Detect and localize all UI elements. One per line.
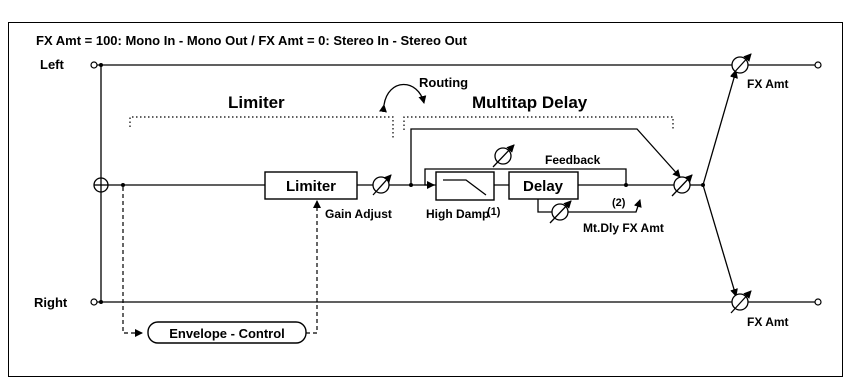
tap2-label: (2) bbox=[612, 197, 626, 209]
left-junction bbox=[99, 63, 103, 67]
limiter-block-label: Limiter bbox=[286, 178, 336, 195]
high-damp-label: High Damp bbox=[426, 207, 489, 221]
feedback-loop bbox=[424, 168, 627, 189]
fx-amt-left-knob-arrow bbox=[730, 53, 752, 77]
mtdly-fx-amt-knob-arrow bbox=[549, 200, 572, 224]
right-junction bbox=[99, 300, 103, 304]
sidechain-to-envelope-line bbox=[122, 187, 143, 337]
mix-knob-arrow bbox=[671, 174, 693, 197]
left-output-terminal bbox=[814, 61, 822, 69]
envelope-control-label: Envelope - Control bbox=[169, 326, 285, 341]
feedback-label: Feedback bbox=[545, 153, 601, 167]
fx-amt-left-label: FX Amt bbox=[747, 77, 789, 91]
tap1-label: (1) bbox=[487, 206, 501, 218]
left-input-label: Left bbox=[40, 57, 65, 72]
high-damp-block bbox=[435, 171, 495, 201]
envelope-to-limiter-line bbox=[306, 200, 321, 334]
right-output-terminal bbox=[814, 298, 822, 306]
sidechain-junction bbox=[121, 183, 125, 187]
delay-block bbox=[508, 171, 579, 200]
limiter-block bbox=[264, 171, 358, 200]
left-input-terminal bbox=[90, 61, 98, 69]
mtdly-fx-amt-label: Mt.Dly FX Amt bbox=[583, 221, 664, 235]
limiter-section-title: Limiter bbox=[228, 93, 285, 112]
fx-amt-right-label: FX Amt bbox=[747, 315, 789, 329]
routing-arrow-icon bbox=[379, 83, 427, 113]
multitap-section-title: Multitap Delay bbox=[472, 93, 588, 112]
gain-adjust-label: Gain Adjust bbox=[325, 207, 392, 221]
limiter-section-bracket bbox=[129, 116, 394, 140]
routing-label: Routing bbox=[419, 75, 468, 90]
high-damp-curve-icon bbox=[443, 179, 487, 196]
dry-to-mix-path bbox=[410, 128, 681, 185]
wet-to-right-line bbox=[702, 184, 738, 297]
tap1-path bbox=[537, 199, 642, 213]
mode-description: FX Amt = 100: Mono In - Mono Out / FX Am… bbox=[36, 33, 468, 48]
delay-block-label: Delay bbox=[523, 178, 564, 195]
gain-adjust-knob-arrow bbox=[372, 174, 392, 196]
right-input-terminal bbox=[90, 298, 98, 306]
multitap-section-bracket bbox=[403, 116, 674, 130]
feedback-knob-arrow bbox=[492, 144, 515, 168]
right-input-label: Right bbox=[34, 295, 68, 310]
wet-to-left-line bbox=[702, 70, 738, 186]
fx-amt-right-knob-arrow bbox=[730, 290, 752, 314]
